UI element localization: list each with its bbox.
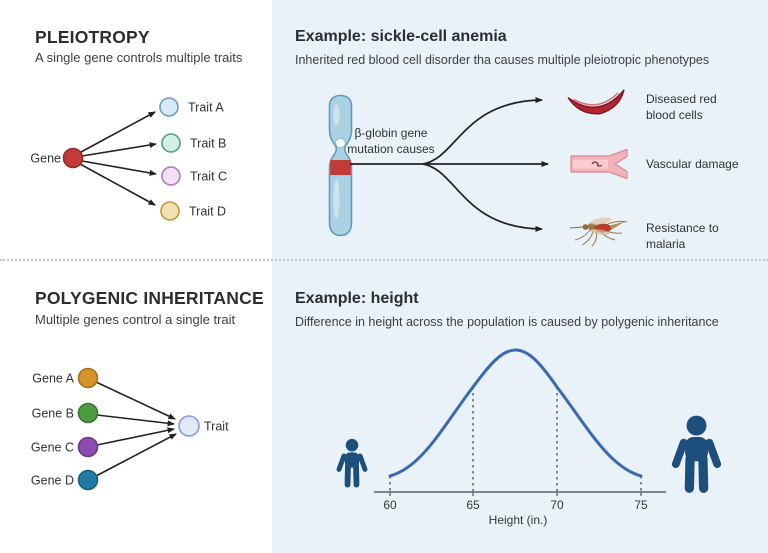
polygenic-subtitle: Multiple genes control a single trait [35,312,236,327]
mosquito-wing-lower [590,229,610,235]
genes-to-trait-arrows [95,381,177,477]
trait-c-label: Trait C [190,170,227,184]
blood-vessel-icon [570,148,628,180]
tall-person-icon [671,415,722,493]
arrow-to-blood-cells [422,97,543,165]
gene-a-label: Gene A [32,372,74,386]
height-example-title: Example: height [295,290,419,307]
trait-b-label: Trait B [190,137,226,151]
trait-d-node [160,201,180,221]
centromere-dot [335,137,346,149]
bell-curve [388,348,643,478]
gene-c-label: Gene C [31,441,74,455]
polygenic-title: POLYGENIC INHERITANCE [35,288,264,308]
trait-c-node [161,166,181,186]
pleiotropy-title: PLEIOTROPY [35,27,150,47]
height-distribution-chart: 60 65 70 75 Height (in.) [374,348,666,527]
chromosome-highlight-bottom [333,179,340,219]
polygenic-diagram: Gene A Gene B Gene C Gene D Trait [31,367,229,491]
mosquito-tail [610,221,625,230]
gene-b-label: Gene B [32,407,74,421]
sickle-cell-shape [567,89,625,115]
trait-label: Trait [204,420,229,434]
chromosome-highlight-top [333,104,340,126]
mosquito-proboscis [569,226,584,229]
axis-ticks [389,492,642,496]
gene-band [330,160,351,175]
sd-marker-lines [389,387,642,491]
sickle-cell-icon [567,89,625,115]
pleiotropy-diagram: Gene Trait A Trait B Trait C Trait D [30,97,227,221]
vessel-lumen [573,159,608,169]
outcome-fork-arrows [350,97,549,232]
section-divider [0,259,768,261]
outcome-label-malaria: Resistance to malaria [646,221,719,251]
height-example-subtitle: Difference in height across the populati… [295,315,719,329]
sickle-cell-highlight [573,92,619,106]
gene-a-node [77,367,99,389]
tick-label-70: 70 [550,498,564,512]
gene-label: Gene [30,152,61,166]
arrow-to-malaria [422,163,543,232]
trait-node [178,415,200,437]
trait-a-label: Trait A [188,101,224,115]
short-person-icon [336,438,368,488]
mosquito-icon [569,217,628,247]
mosquito-wing-upper [590,217,612,225]
tick-label-75: 75 [634,498,648,512]
outcome-label-blood-cells: Diseased red blood cells [646,92,717,122]
gene-node [62,147,84,169]
mosquito-thorax [587,222,597,231]
mosquito-head [582,224,589,230]
sickle-example-title: Example: sickle-cell anemia [295,28,507,45]
tick-label-60: 60 [383,498,397,512]
gene-b-node [77,402,99,424]
tick-label-65: 65 [466,498,480,512]
vessel-clot [591,161,603,167]
gene-d-label: Gene D [31,474,74,488]
trait-b-node [161,133,181,153]
gene-c-node [77,436,99,458]
gene-d-node [77,469,99,491]
pleiotropy-subtitle: A single gene controls multiple traits [35,50,243,65]
trait-d-label: Trait D [189,205,226,219]
sickle-example-subtitle: Inherited red blood cell disorder tha ca… [295,53,710,67]
x-axis-label: Height (in.) [489,513,548,527]
chromosome-icon [328,94,353,237]
mutation-caption: β-globin gene mutation causes [347,126,435,156]
outcome-label-vascular: Vascular damage [646,157,739,171]
trait-a-node [159,97,179,117]
gene-to-trait-arrows [79,111,157,206]
